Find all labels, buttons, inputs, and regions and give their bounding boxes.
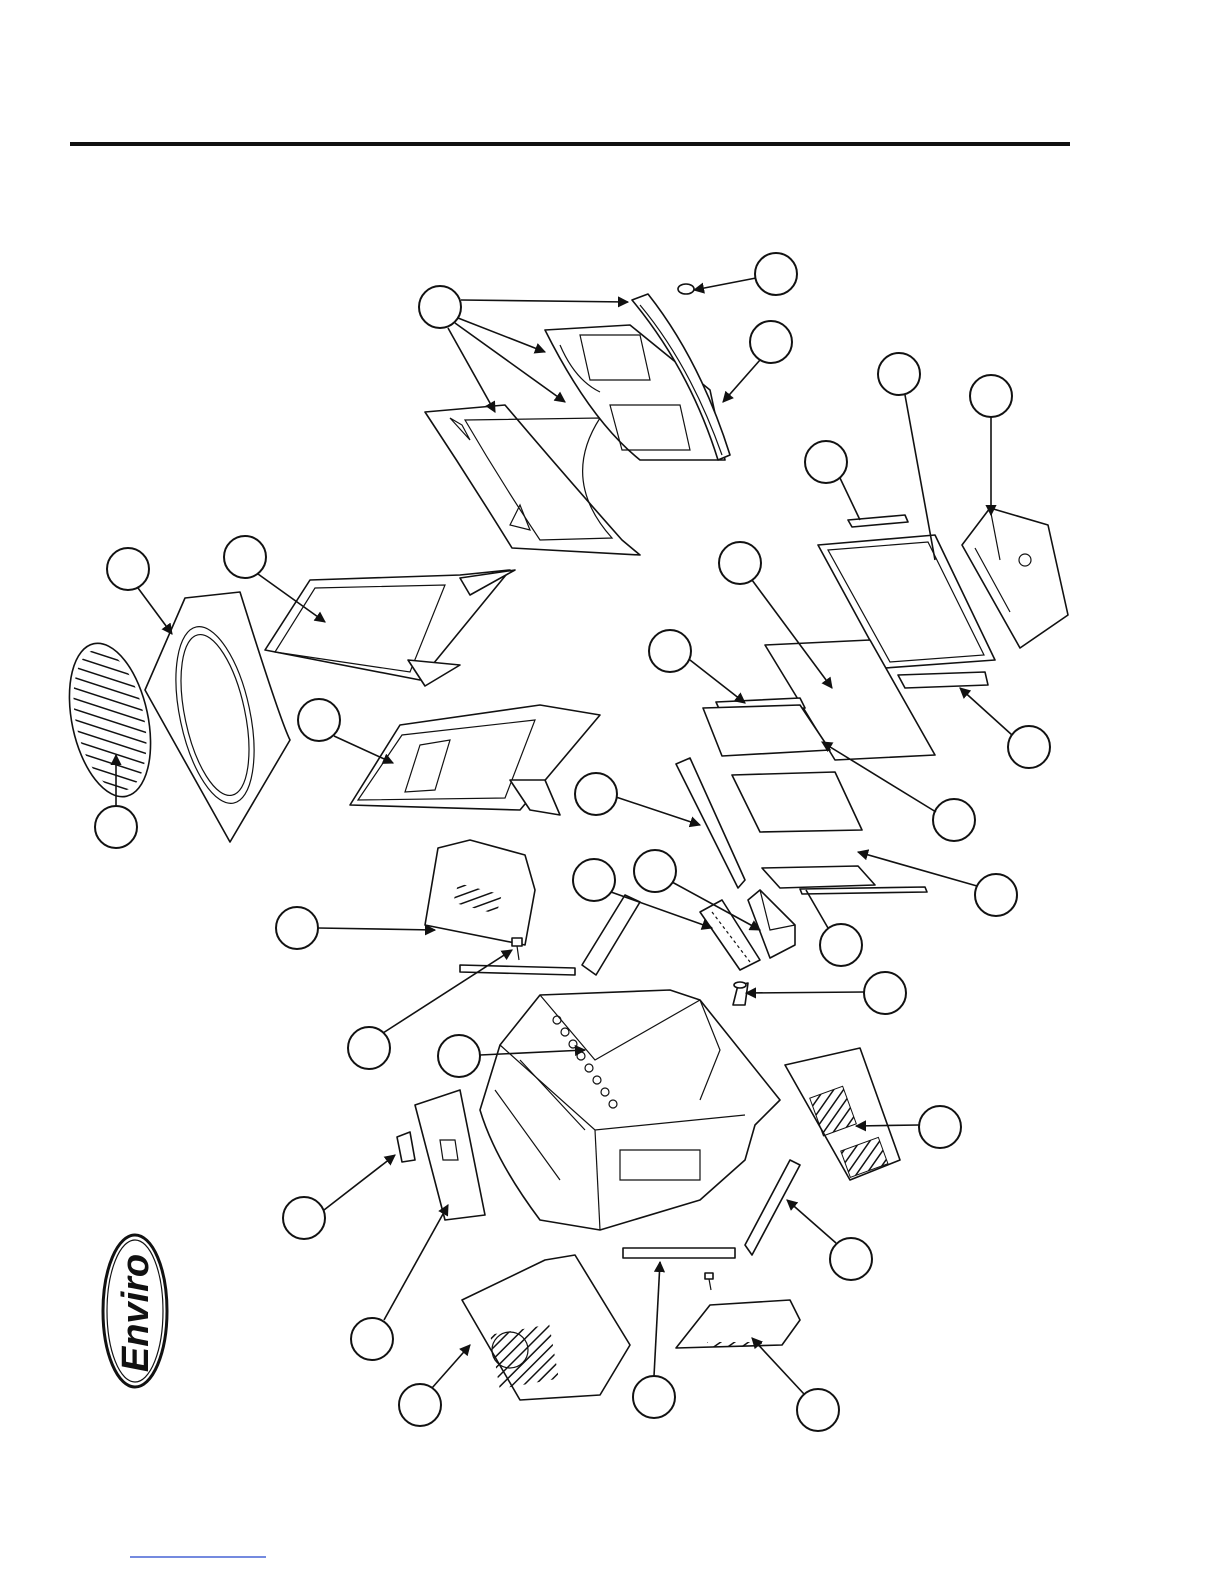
part-small-clip [848, 515, 908, 527]
callout-21 [864, 972, 906, 1014]
part-blower-housing [785, 1048, 900, 1180]
callout-5 [970, 375, 1012, 417]
callout-19 [276, 907, 318, 949]
part-side-panel [415, 1090, 485, 1220]
part-front-rail [623, 1248, 735, 1258]
callout-2 [755, 253, 797, 295]
part-igniter [733, 982, 748, 1005]
part-top-vent-panel [425, 840, 535, 945]
part-small-handle [397, 1132, 415, 1162]
enviro-logo: Enviro [103, 1235, 167, 1387]
callout-14 [933, 799, 975, 841]
part-bottom-shroud [676, 1300, 800, 1348]
callout-7 [719, 542, 761, 584]
part-latch [512, 938, 522, 960]
callout-11 [298, 699, 340, 741]
callout-16 [634, 850, 676, 892]
callout-26 [830, 1238, 872, 1280]
part-stove-body [480, 990, 780, 1230]
callout-9 [107, 548, 149, 590]
callout-15 [95, 806, 137, 848]
part-door-bracket-bottom [408, 660, 460, 686]
part-knob [678, 284, 694, 294]
part-burn-pot [748, 890, 795, 958]
callout-28 [633, 1376, 675, 1418]
callout-30 [797, 1389, 839, 1431]
callout-6 [805, 441, 847, 483]
part-side-bracket-left [582, 895, 640, 975]
callout-23 [438, 1035, 480, 1077]
callout-24 [919, 1106, 961, 1148]
part-rear-shroud [462, 1255, 630, 1400]
callout-20 [820, 924, 862, 966]
callout-10 [649, 630, 691, 672]
callout-17 [573, 859, 615, 901]
part-air-tube [700, 900, 760, 970]
callout-1 [419, 286, 461, 328]
part-ash-rail [800, 887, 927, 894]
part-screw [705, 1273, 713, 1290]
callout-8 [224, 536, 266, 578]
leader-lines [116, 278, 1012, 1394]
callout-18 [975, 874, 1017, 916]
part-faceplate [145, 592, 290, 842]
callout-29 [399, 1384, 441, 1426]
part-oval-grille [57, 636, 164, 804]
part-ash-grate [762, 866, 875, 888]
part-side-bracket-right [745, 1160, 800, 1255]
callout-12 [1008, 726, 1050, 768]
part-bottom-strip [460, 965, 575, 975]
callout-13 [575, 773, 617, 815]
callout-bubbles [95, 253, 1050, 1431]
part-bottom-bracket [898, 672, 988, 688]
callout-27 [351, 1318, 393, 1360]
part-door-glass-frame [350, 705, 600, 810]
callout-4 [878, 353, 920, 395]
callout-25 [283, 1197, 325, 1239]
logo-text: Enviro [115, 1254, 157, 1372]
part-firebrick-floor [732, 772, 862, 832]
callout-3 [750, 321, 792, 363]
